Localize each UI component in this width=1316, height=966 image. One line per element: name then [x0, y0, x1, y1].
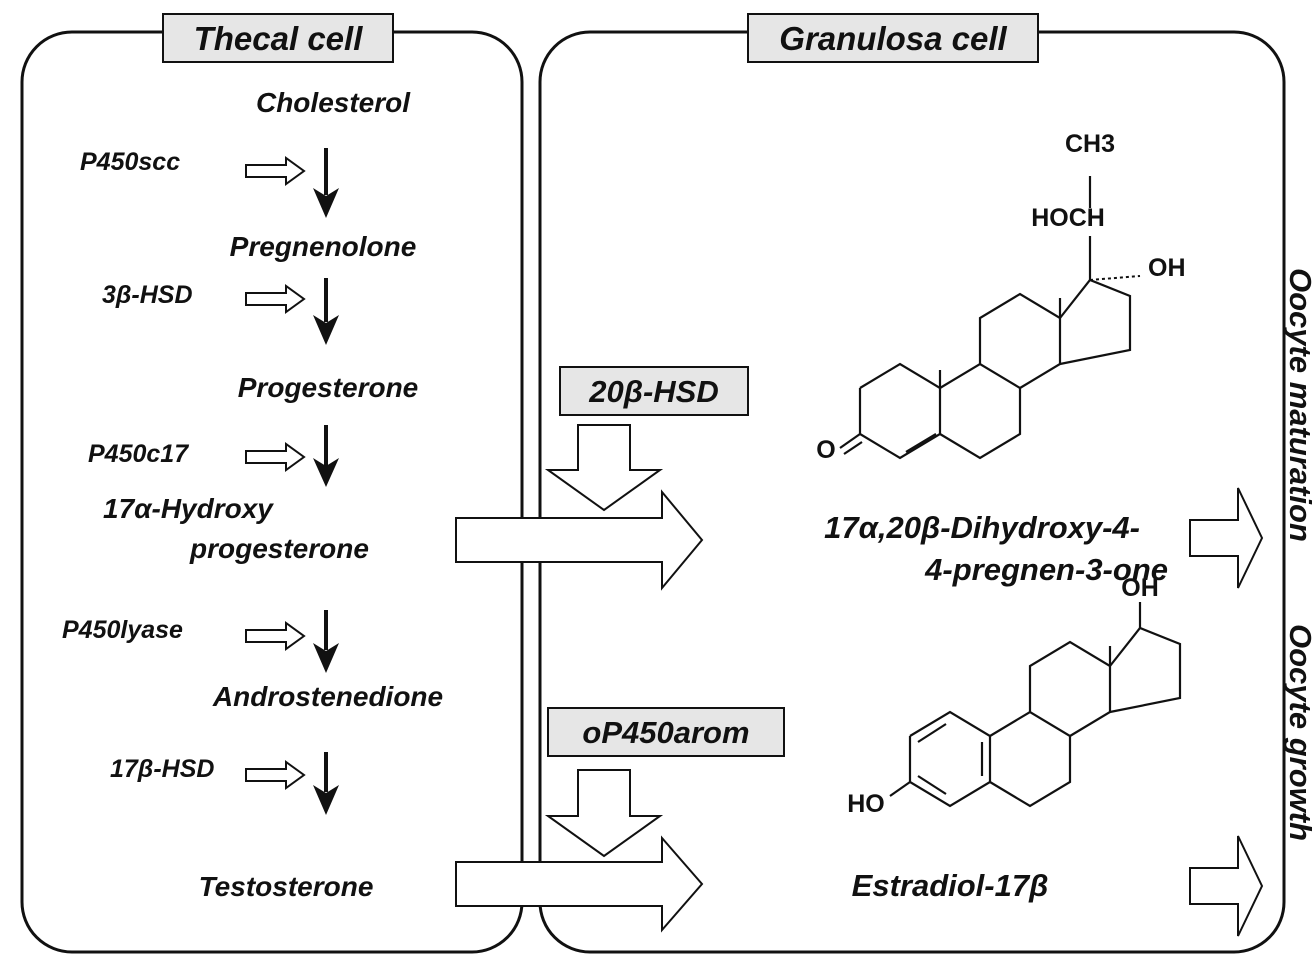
- transfer-arrow-bottom: [455, 835, 704, 933]
- compound-testosterone: Testosterone: [199, 871, 374, 902]
- enzyme-down-arrow-top: [544, 424, 664, 512]
- enzyme-20b-hsd: 20β-HSD: [588, 374, 719, 409]
- enzyme-p450lyase: P450lyase: [62, 616, 183, 644]
- label-hoch: HOCH: [1031, 204, 1105, 232]
- reaction-arrow-4: [313, 610, 339, 673]
- transfer-arrow-top: [455, 489, 704, 591]
- enzyme-op450arom: oP450arom: [582, 715, 749, 750]
- product-estradiol: Estradiol-17β: [852, 868, 1049, 903]
- label-oh-estradiol: OH: [1121, 574, 1159, 602]
- reaction-arrow-5: [313, 752, 339, 815]
- enzyme-arrow-5: [245, 760, 306, 790]
- compound-17a-hydroxy: 17α-Hydroxy: [103, 493, 274, 524]
- reaction-arrow-1: [313, 148, 339, 218]
- label-ho-estradiol: HO: [847, 790, 885, 818]
- compound-pregnenolone: Pregnenolone: [230, 231, 417, 262]
- enzyme-box-20b-hsd: [559, 366, 749, 416]
- enzyme-arrow-4: [245, 621, 306, 651]
- granulosa-cell-frame: [538, 30, 1286, 954]
- enzyme-down-arrow-bottom: [544, 769, 664, 858]
- thecal-title-box: [162, 13, 394, 63]
- enzyme-arrow-3: [245, 442, 306, 472]
- estradiol-structure: [889, 602, 1182, 808]
- product-dhp-line1: 17α,20β-Dihydroxy-4-: [824, 510, 1140, 545]
- compound-androstenedione: Androstenedione: [212, 681, 443, 712]
- enzyme-17b-hsd: 17β-HSD: [110, 755, 214, 783]
- reaction-arrow-2: [313, 278, 339, 345]
- label-ketone-o: O: [816, 436, 835, 464]
- thecal-title: Thecal cell: [194, 20, 364, 57]
- outcome-oocyte-growth: Oocyte growth: [1283, 624, 1316, 841]
- compound-cholesterol: Cholesterol: [256, 87, 411, 118]
- enzyme-box-op450arom: [547, 707, 785, 757]
- reaction-arrow-3: [313, 425, 339, 487]
- dhp-structure: [839, 176, 1141, 460]
- compound-progesterone: Progesterone: [238, 372, 419, 403]
- output-arrow-top: [1189, 487, 1264, 589]
- enzyme-arrow-1: [245, 156, 306, 186]
- label-ch3: CH3: [1065, 130, 1115, 158]
- enzyme-arrow-2: [245, 284, 306, 314]
- product-dhp-line2: 4-pregnen-3-one: [924, 552, 1168, 587]
- outcome-oocyte-maturation: Oocyte maturation: [1283, 268, 1316, 542]
- enzyme-p450scc: P450scc: [80, 148, 180, 176]
- compound-progesterone-2: progesterone: [189, 533, 369, 564]
- enzyme-3b-hsd: 3β-HSD: [102, 281, 193, 309]
- granulosa-title-box: [747, 13, 1039, 63]
- enzyme-p450c17: P450c17: [88, 440, 189, 468]
- output-arrow-bottom: [1189, 835, 1264, 937]
- label-oh-dhp: OH: [1148, 254, 1186, 282]
- granulosa-title: Granulosa cell: [779, 20, 1007, 57]
